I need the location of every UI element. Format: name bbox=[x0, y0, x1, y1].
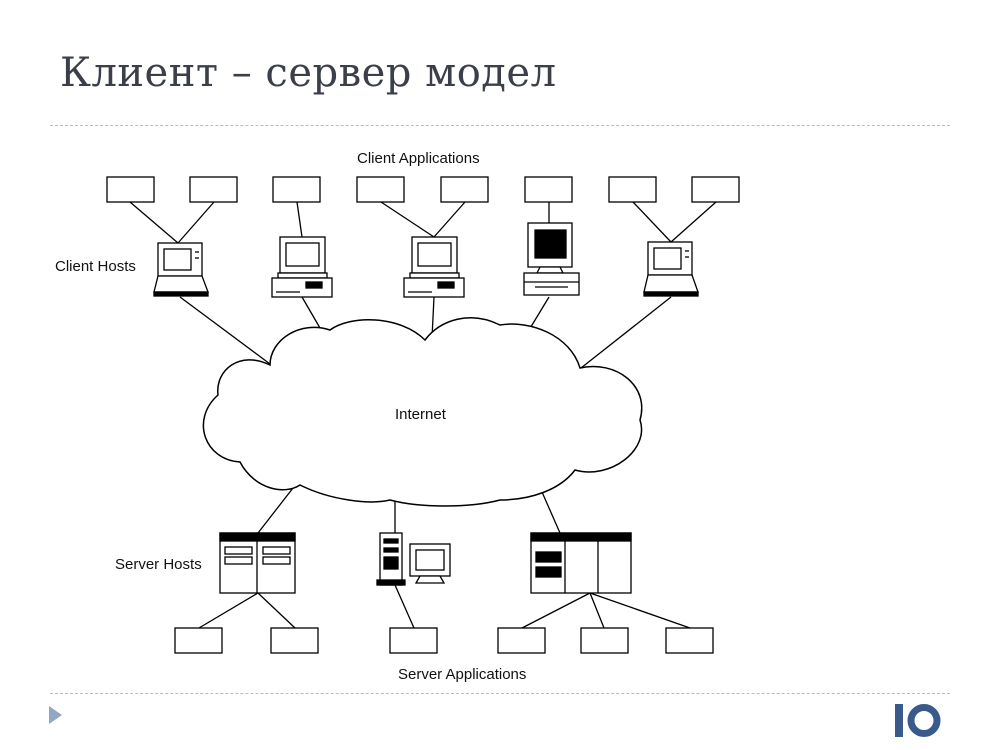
client-applications bbox=[106, 176, 740, 203]
client-hosts-label: Client Hosts bbox=[55, 258, 136, 275]
workstation-icon bbox=[523, 222, 580, 296]
server-applications-label: Server Applications bbox=[398, 666, 526, 683]
server-app-links bbox=[198, 584, 691, 629]
laptop-icon bbox=[153, 242, 209, 297]
client-applications-label: Client Applications bbox=[357, 150, 480, 167]
desktop-computer-icon bbox=[403, 236, 465, 298]
slide-title: Клиент – сервер модел bbox=[60, 50, 557, 96]
server-app-box bbox=[270, 627, 319, 654]
client-app-box bbox=[608, 176, 657, 203]
bottom-divider bbox=[50, 693, 950, 694]
server-applications bbox=[174, 627, 714, 654]
host-to-internet-links bbox=[179, 296, 672, 369]
client-app-box bbox=[272, 176, 321, 203]
server-cabinet-icon bbox=[219, 532, 296, 594]
client-app-box bbox=[356, 176, 405, 203]
io-logo bbox=[895, 704, 941, 737]
server-app-box bbox=[389, 627, 438, 654]
client-app-box bbox=[691, 176, 740, 203]
server-rack-icon bbox=[530, 532, 632, 594]
internet-label: Internet bbox=[395, 406, 447, 423]
server-app-box bbox=[665, 627, 714, 654]
top-divider bbox=[50, 125, 950, 126]
server-tower-icon bbox=[376, 532, 451, 586]
play-arrow-icon[interactable] bbox=[49, 706, 62, 724]
client-app-box bbox=[106, 176, 155, 203]
desktop-computer-icon bbox=[271, 236, 333, 298]
client-app-links bbox=[129, 201, 717, 244]
server-app-box bbox=[580, 627, 629, 654]
client-app-box bbox=[440, 176, 489, 203]
client-app-box bbox=[524, 176, 573, 203]
server-hosts-label: Server Hosts bbox=[115, 556, 202, 573]
client-app-box bbox=[189, 176, 238, 203]
laptop-icon bbox=[643, 241, 699, 297]
internet-cloud bbox=[202, 317, 643, 507]
server-app-box bbox=[174, 627, 223, 654]
internet-to-server-links bbox=[257, 487, 561, 534]
server-app-box bbox=[497, 627, 546, 654]
